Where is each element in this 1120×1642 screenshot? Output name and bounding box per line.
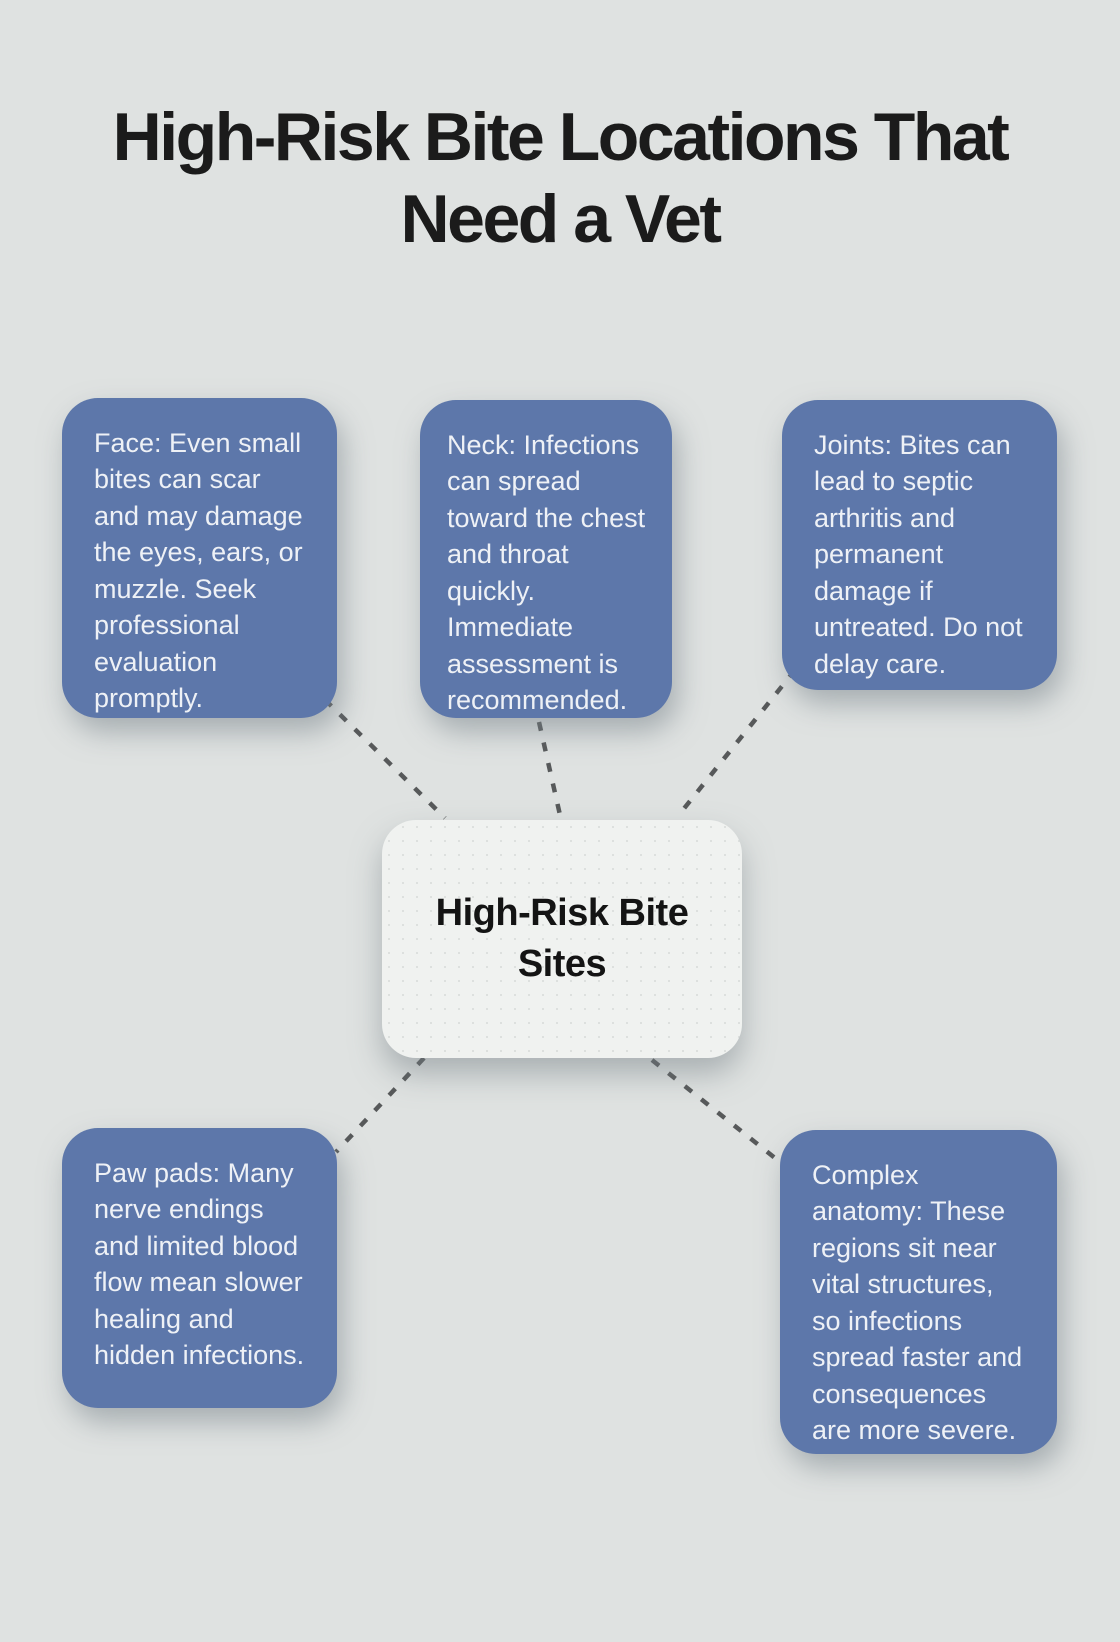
node-neck-text: Neck: Infections can spread toward the c… <box>447 430 646 716</box>
page-title: High-Risk Bite Locations That Need a Vet <box>112 99 1010 258</box>
connector-joints-to-center <box>676 668 797 818</box>
center-node: High-Risk Bite Sites <box>382 820 742 1058</box>
node-paw-pads-text: Paw pads: Many nerve endings and limited… <box>94 1158 305 1371</box>
node-complex-anatomy: Complex anatomy: These regions sit near … <box>780 1130 1057 1454</box>
connector-face-to-center <box>308 683 447 820</box>
node-neck: Neck: Infections can spread toward the c… <box>420 400 672 718</box>
center-node-label: High-Risk Bite Sites <box>435 891 689 985</box>
connector-center-to-complex <box>650 1058 777 1160</box>
node-joints: Joints: Bites can lead to septic arthrit… <box>782 400 1057 690</box>
node-face: Face: Even small bites can scar and may … <box>62 398 337 718</box>
node-paw-pads: Paw pads: Many nerve endings and limited… <box>62 1128 337 1408</box>
node-face-text: Face: Even small bites can scar and may … <box>94 428 303 714</box>
node-joints-text: Joints: Bites can lead to septic arthrit… <box>814 430 1023 679</box>
node-complex-anatomy-text: Complex anatomy: These regions sit near … <box>812 1160 1023 1446</box>
connector-neck-to-center <box>536 721 563 816</box>
connector-center-to-paw <box>334 1056 426 1154</box>
